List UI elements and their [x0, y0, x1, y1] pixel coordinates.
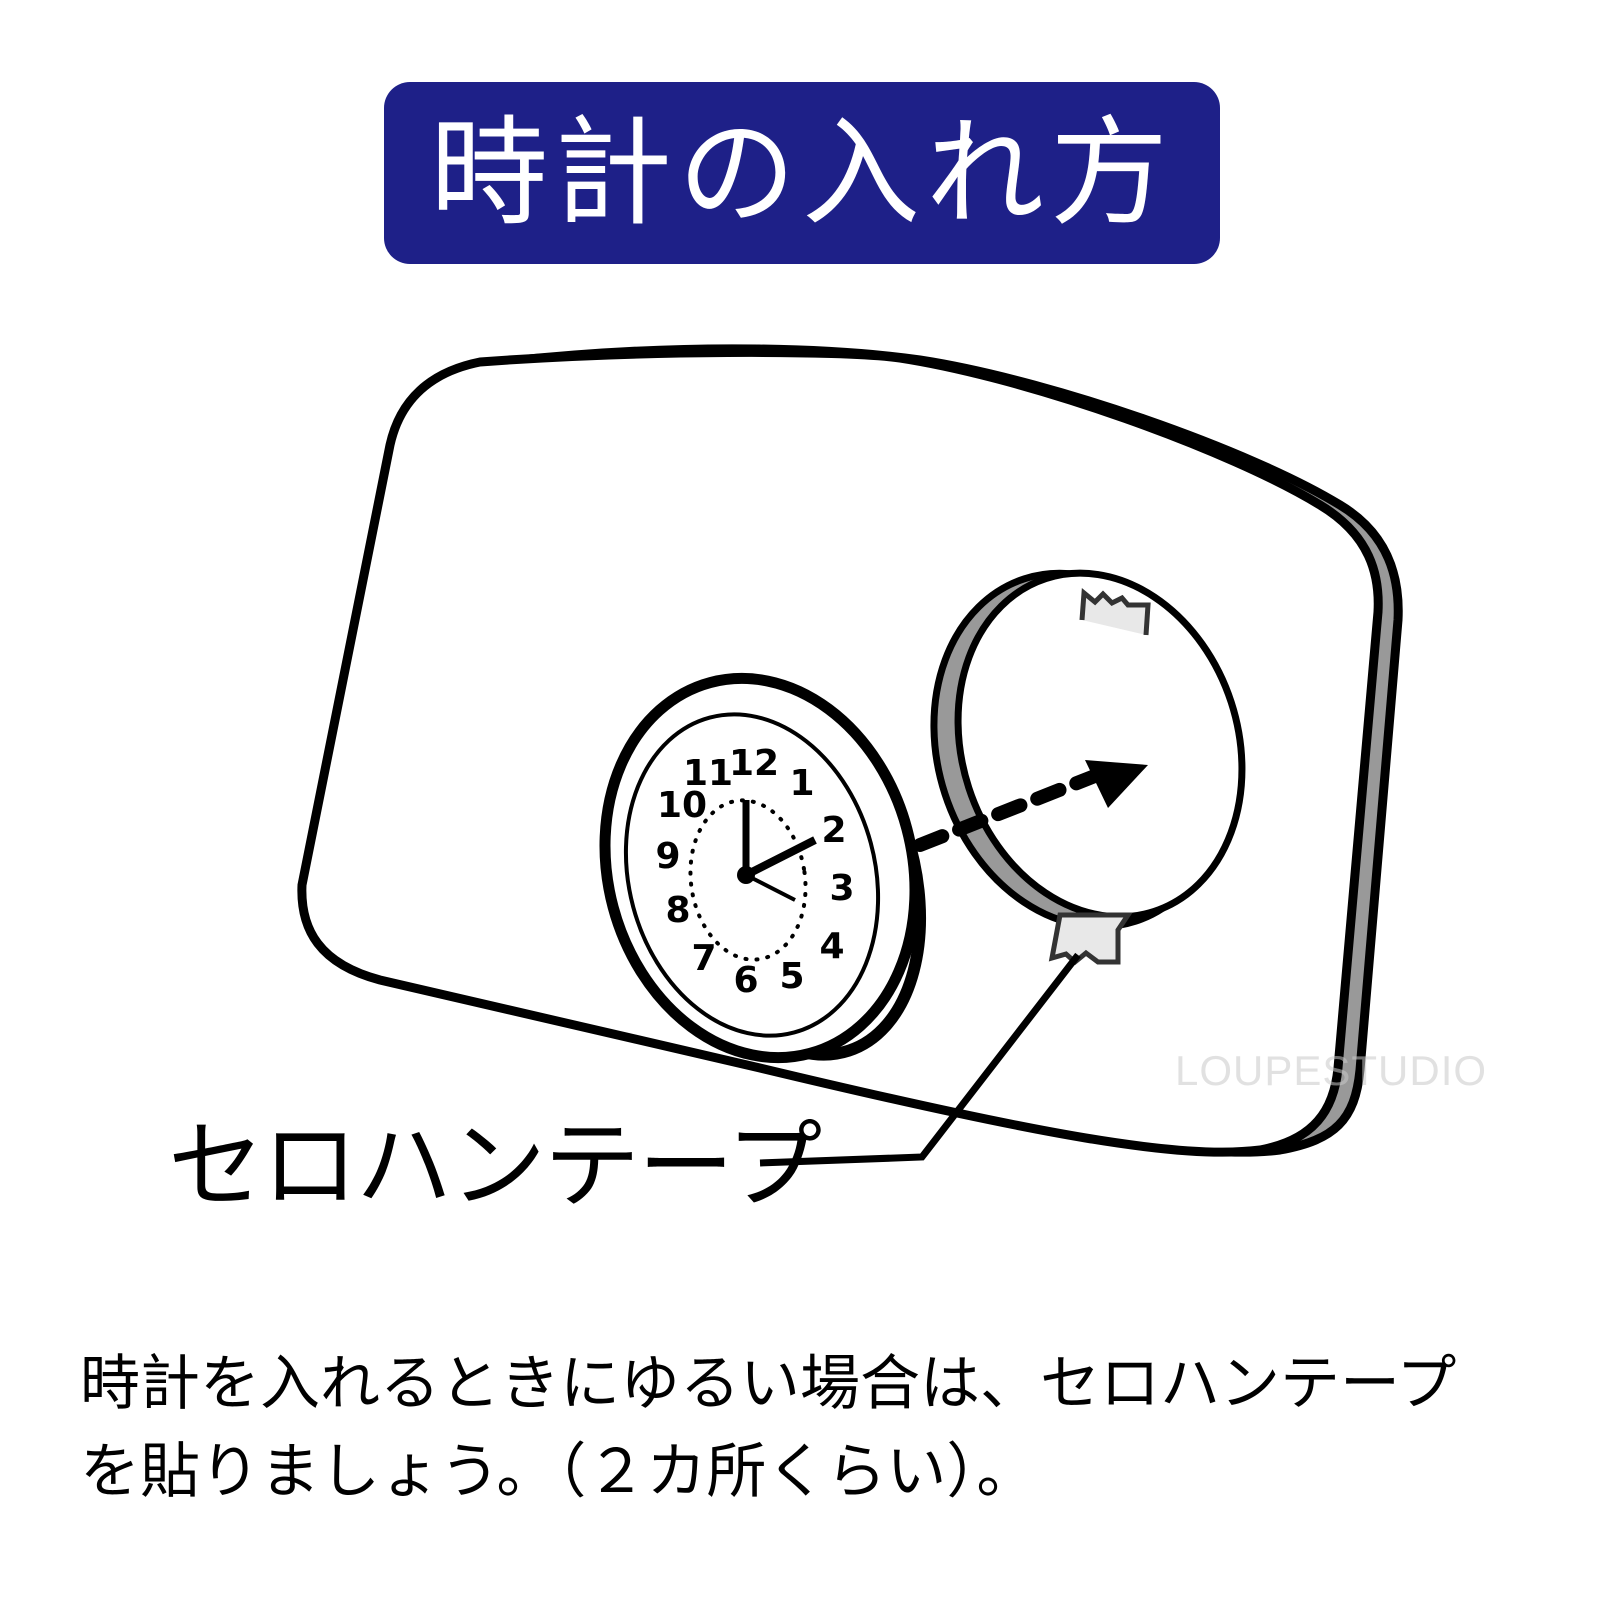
instruction-line-1: 時計を入れるときにゆるい場合は、セロハンテープ	[80, 1349, 1457, 1419]
numeral-6: 6	[733, 960, 758, 1001]
tape-bottom	[1048, 912, 1133, 966]
callout-leader-line	[759, 952, 1081, 1167]
numeral-4: 4	[819, 926, 844, 967]
clock: 12 1 2 3 4 5 6 7 8 9 10 11	[599, 672, 927, 1064]
numeral-5: 5	[779, 956, 804, 997]
numeral-1: 1	[789, 763, 814, 804]
insert-arrow-icon	[913, 760, 1148, 852]
numeral-7: 7	[691, 938, 716, 979]
clock-hole	[930, 569, 1246, 931]
second-hand	[745, 873, 796, 902]
numeral-8: 8	[665, 890, 690, 931]
callout-label-cellophane-tape: セロハンテープ	[168, 1110, 822, 1222]
instruction-line-2: を貼りましょう。（２カ所くらい）。	[80, 1437, 1037, 1507]
numeral-9: 9	[655, 836, 680, 877]
hour-hand	[744, 836, 817, 879]
title-banner: 時計の入れ方	[384, 82, 1220, 264]
numeral-12: 12	[729, 743, 779, 784]
watermark: LOUPESTUDIO	[1175, 1047, 1488, 1094]
numeral-11: 11	[683, 753, 733, 794]
instructions: 時計を入れるときにゆるい場合は、セロハンテープ を貼りましょう。（２カ所くらい）…	[80, 1340, 1540, 1516]
page-title: 時計の入れ方	[429, 104, 1174, 242]
tape-top	[1079, 588, 1151, 636]
numeral-3: 3	[829, 868, 854, 909]
numeral-10: 10	[657, 785, 707, 826]
numeral-2: 2	[821, 810, 846, 851]
